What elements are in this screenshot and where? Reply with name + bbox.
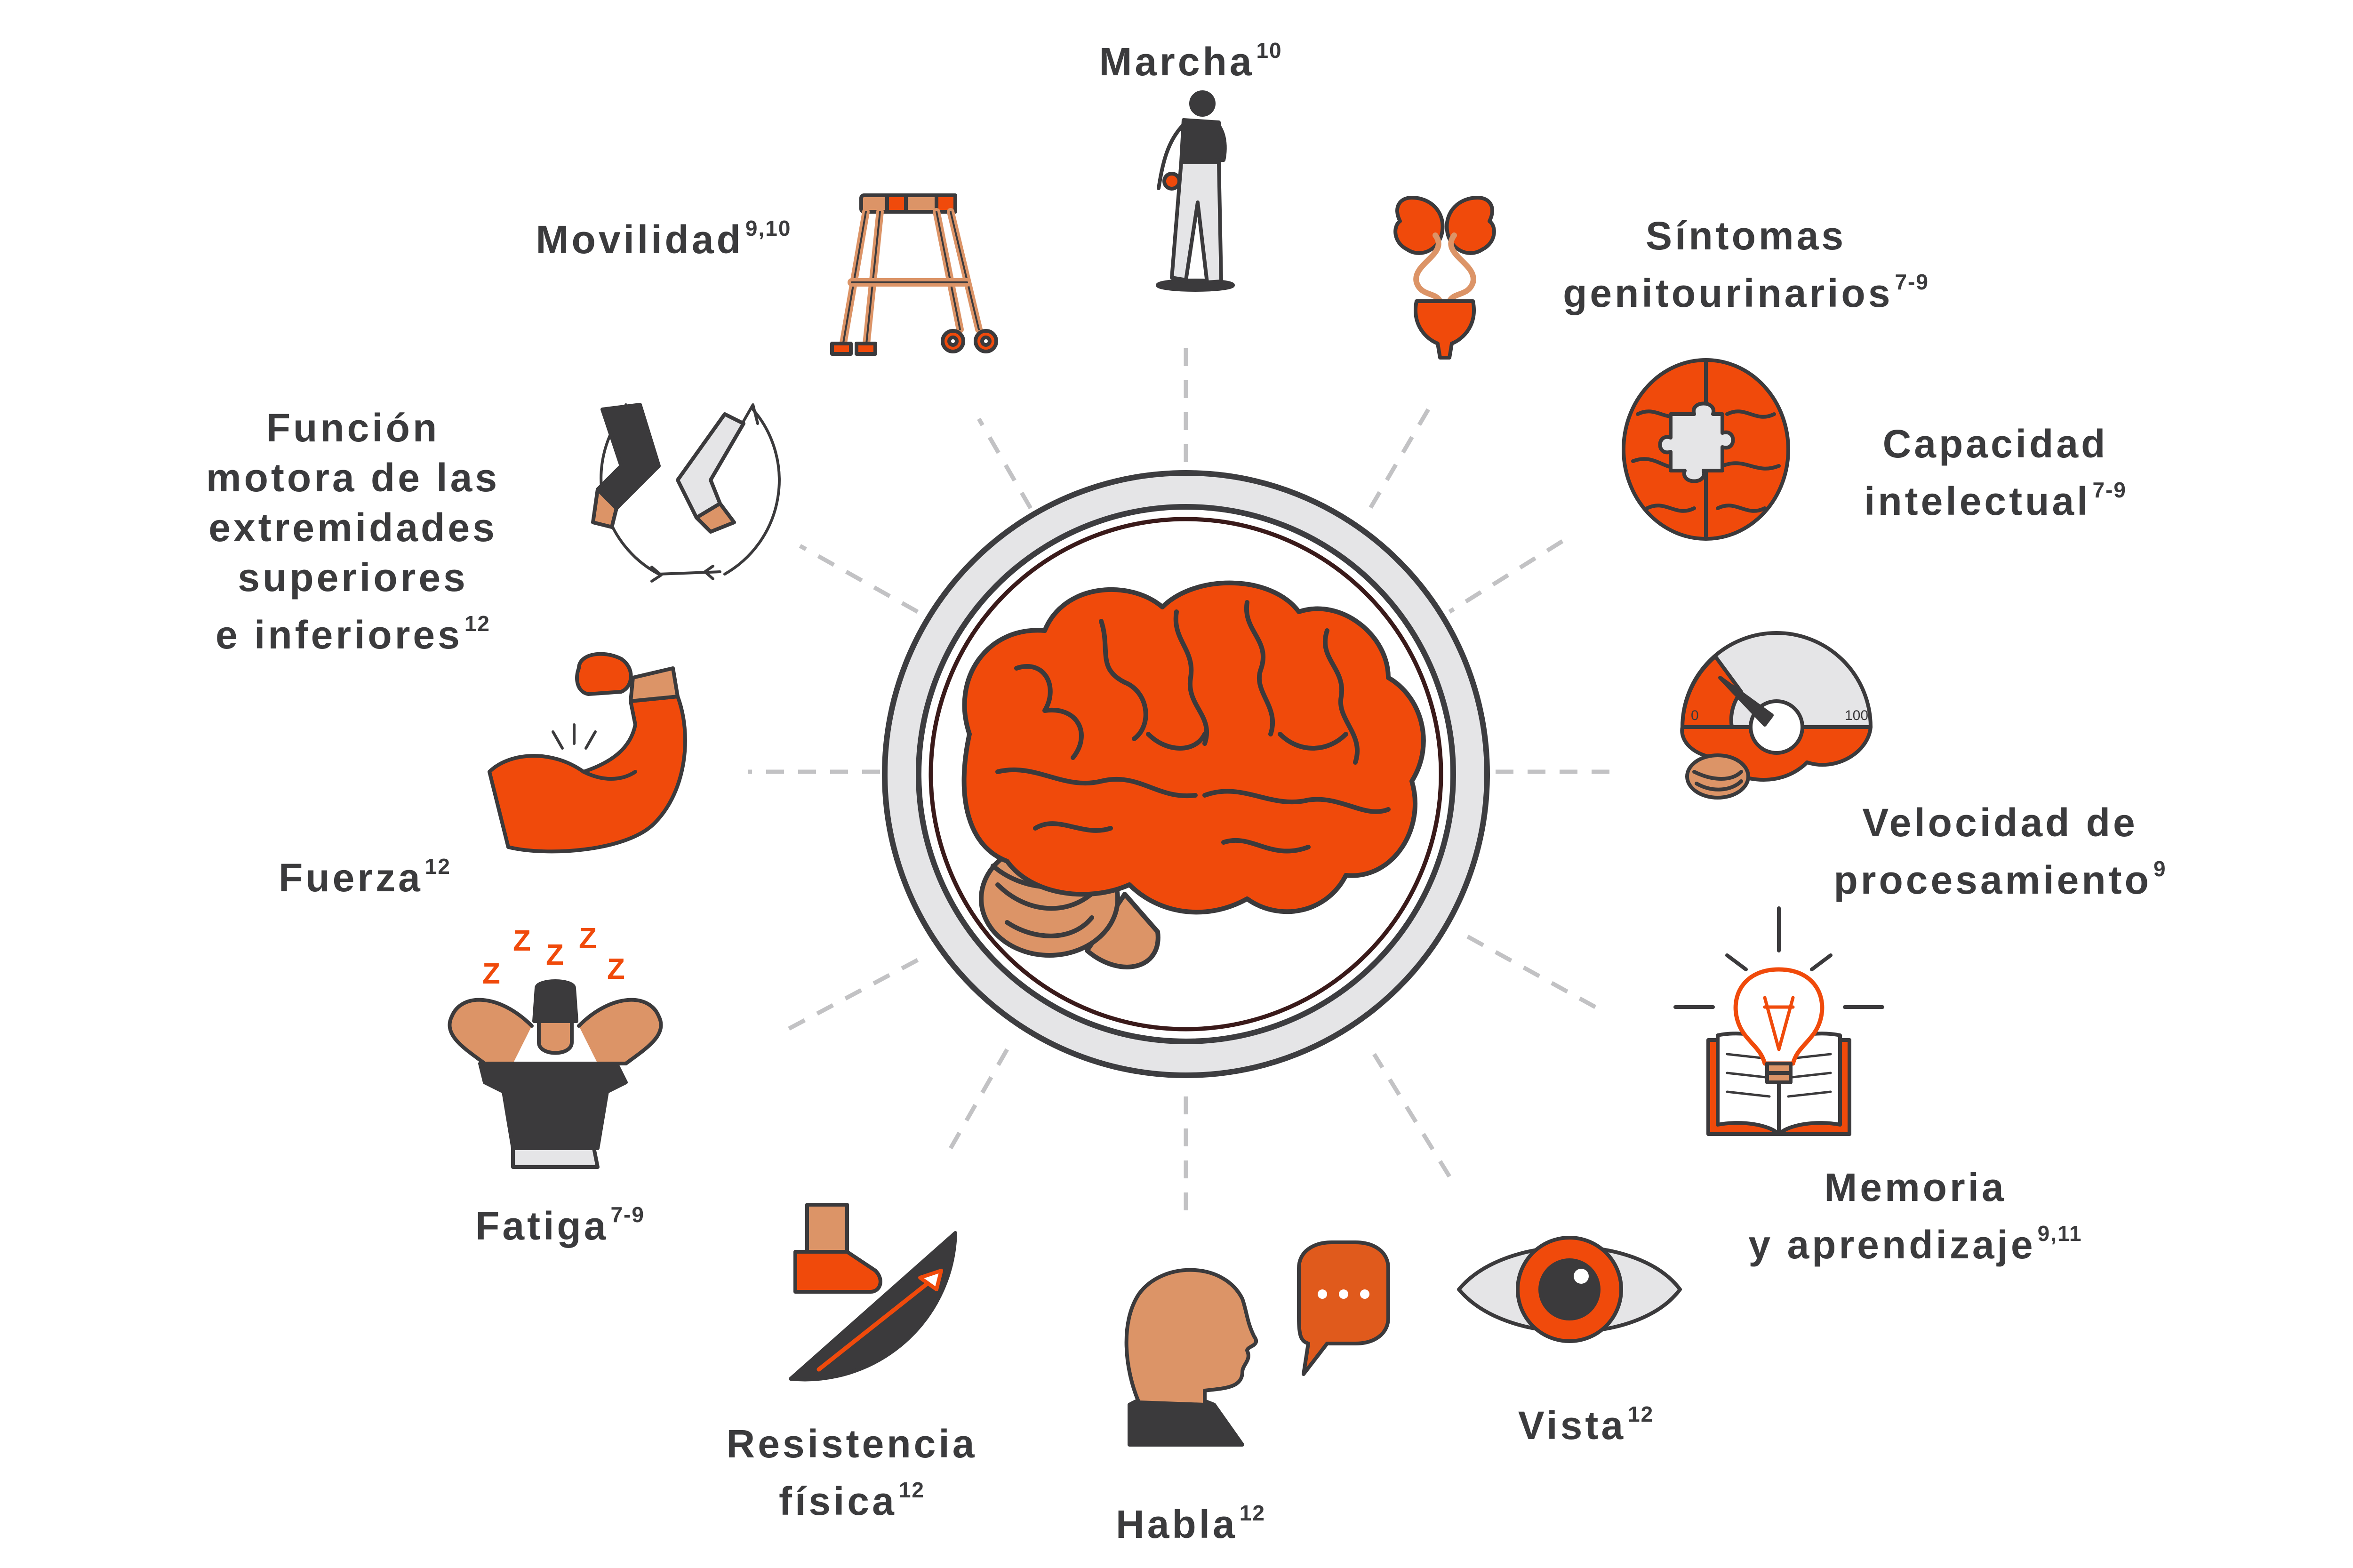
connector-vista xyxy=(1372,1053,1451,1178)
label-velocidad: Velocidad de procesamiento9 xyxy=(1833,800,2167,902)
connector-resistencia xyxy=(949,1048,1009,1150)
walker-icon xyxy=(830,193,998,356)
label-habla: Habla12 xyxy=(1116,1501,1265,1546)
connector-fatiga xyxy=(775,958,919,1037)
sleep-z-1: Z xyxy=(482,958,500,990)
label-capacidad: Capacidad intelectual7-9 xyxy=(1864,422,2127,523)
limbs-rotation-icon xyxy=(591,403,781,583)
gauge-max-label: 100 xyxy=(1845,708,1868,723)
sleep-z-4: Z xyxy=(579,922,597,955)
speedometer-brain-icon: 0 100 xyxy=(1680,631,1873,800)
speaking-head-icon xyxy=(1124,1240,1390,1447)
brain-puzzle-icon xyxy=(1622,358,1790,541)
connector-capacidad xyxy=(1448,539,1564,614)
tired-woman-icon: Z Z Z Z Z xyxy=(448,922,663,1169)
label-movilidad: Movilidad9,10 xyxy=(536,216,792,262)
connector-memoria xyxy=(1457,930,1597,1009)
label-vista: Vista12 xyxy=(1518,1402,1654,1448)
lightbulb-book-icon xyxy=(1673,906,1884,1136)
walking-person-icon xyxy=(1156,90,1235,292)
connector-lines xyxy=(748,348,1609,1224)
brain-icon xyxy=(961,580,1426,969)
sleep-z-2: Z xyxy=(513,925,531,957)
sleep-z-5: Z xyxy=(607,953,625,985)
label-marcha: Marcha10 xyxy=(1099,38,1282,84)
label-sintomas: Síntomas genitourinarios7-9 xyxy=(1563,214,1929,315)
label-fuerza: Fuerza12 xyxy=(279,854,451,900)
connector-funcion xyxy=(799,544,919,614)
label-funcion: Función motora de las extremidades super… xyxy=(206,406,500,657)
label-resistencia: Resistencia física12 xyxy=(726,1422,977,1523)
connector-sintomas xyxy=(1363,408,1430,519)
pedal-gauge-icon xyxy=(789,1203,957,1382)
flexed-arm-icon xyxy=(488,652,687,854)
connector-movilidad xyxy=(977,417,1032,510)
eye-icon xyxy=(1457,1236,1682,1343)
label-fatiga: Fatiga7-9 xyxy=(475,1202,645,1248)
urinary-system-icon xyxy=(1393,196,1496,360)
label-memoria: Memoria y aprendizaje9,11 xyxy=(1748,1165,2082,1267)
gauge-min-label: 0 xyxy=(1691,708,1699,723)
sleep-z-3: Z xyxy=(546,939,564,971)
